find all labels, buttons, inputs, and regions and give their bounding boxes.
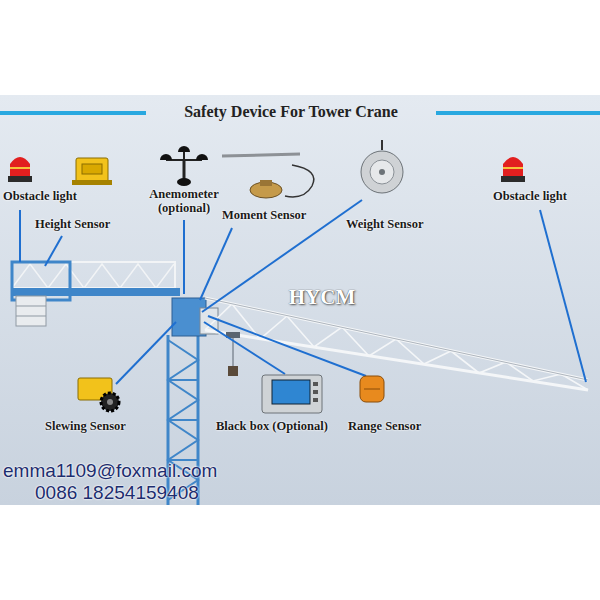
lamp-dome bbox=[10, 157, 30, 176]
moment-sensor-icon bbox=[222, 154, 314, 198]
monitor-case bbox=[262, 375, 322, 413]
anemometer-body bbox=[177, 178, 191, 186]
counterweight-line bbox=[16, 316, 46, 317]
leader-line bbox=[208, 316, 366, 376]
title-bar bbox=[0, 111, 146, 115]
sensor-face bbox=[370, 160, 394, 184]
sensor-seam bbox=[364, 389, 380, 390]
counterweight bbox=[16, 296, 46, 326]
device-label: Range Sensor bbox=[348, 420, 421, 434]
railing bbox=[12, 262, 175, 288]
obstacle-light-icon bbox=[8, 157, 32, 182]
device-label: Obstacle light bbox=[3, 190, 77, 204]
leader-line bbox=[183, 220, 185, 294]
contact-phone: 0086 18254159408 bbox=[35, 483, 199, 504]
frame bbox=[12, 262, 70, 300]
sensor-housing bbox=[361, 151, 403, 193]
height-sensor-icon bbox=[72, 158, 112, 185]
counterweight-line bbox=[16, 306, 46, 307]
sensor-cable bbox=[285, 165, 314, 197]
leader-lines bbox=[20, 200, 586, 384]
device-label: Slewing Sensor bbox=[45, 420, 126, 434]
sensor-lid bbox=[82, 164, 102, 174]
mast-rung bbox=[168, 419, 198, 421]
leader-line bbox=[19, 210, 21, 262]
sensor-gear bbox=[101, 393, 119, 411]
lamp-base bbox=[501, 176, 525, 182]
device-label: Obstacle light bbox=[493, 190, 567, 204]
gear-hub bbox=[107, 399, 113, 405]
sensor-center bbox=[379, 169, 385, 175]
lamp-dome bbox=[503, 157, 523, 176]
sensor-base bbox=[72, 180, 112, 185]
walkway bbox=[12, 288, 180, 296]
black-box-icon bbox=[262, 375, 322, 413]
title-bar bbox=[436, 111, 600, 115]
railing-lattice bbox=[12, 264, 174, 288]
leader-line bbox=[540, 210, 586, 382]
monitor-screen bbox=[272, 380, 310, 404]
device-label: Anemometer (optional) bbox=[140, 188, 228, 216]
anemometer-cup bbox=[160, 154, 172, 160]
jib-edge bbox=[205, 298, 588, 380]
lamp-base bbox=[8, 176, 32, 182]
watermark: HYCM bbox=[289, 286, 356, 309]
device-label: Black box (Optional) bbox=[216, 420, 328, 434]
mast-rung bbox=[168, 379, 198, 381]
leader-line bbox=[116, 322, 176, 384]
lamp-band bbox=[503, 167, 523, 169]
monitor-button bbox=[313, 390, 318, 394]
slewing-sensor-icon bbox=[78, 378, 119, 411]
monitor-button bbox=[313, 398, 318, 402]
sensor-cable bbox=[381, 140, 383, 150]
monitor-button bbox=[313, 382, 318, 386]
device-label: Height Sensor bbox=[35, 218, 110, 232]
device-label: Moment Sensor bbox=[222, 209, 306, 223]
leader-line bbox=[45, 236, 62, 266]
sky-photo bbox=[0, 95, 600, 505]
range-sensor-icon bbox=[360, 376, 384, 402]
leader-line bbox=[202, 200, 362, 312]
sensor-box bbox=[76, 158, 108, 182]
sensor-housing bbox=[360, 376, 384, 402]
device-label: Weight Sensor bbox=[346, 218, 423, 232]
sensor-rod bbox=[222, 154, 300, 156]
title: Safety Device For Tower Crane bbox=[184, 103, 398, 121]
anemometer-cup bbox=[178, 146, 190, 152]
lamp-band bbox=[10, 167, 30, 169]
sensor-head bbox=[260, 180, 272, 186]
anemometer-cup bbox=[196, 154, 208, 160]
contact-email: emma1109@foxmail.com bbox=[3, 461, 217, 482]
hoist-rope bbox=[233, 338, 234, 366]
obstacle-light-icon bbox=[501, 157, 525, 182]
counter-jib bbox=[12, 262, 180, 326]
leader-line bbox=[200, 228, 232, 300]
hook-block bbox=[228, 366, 238, 376]
anemometer-icon bbox=[160, 146, 208, 186]
weight-sensor-icon bbox=[361, 140, 403, 193]
